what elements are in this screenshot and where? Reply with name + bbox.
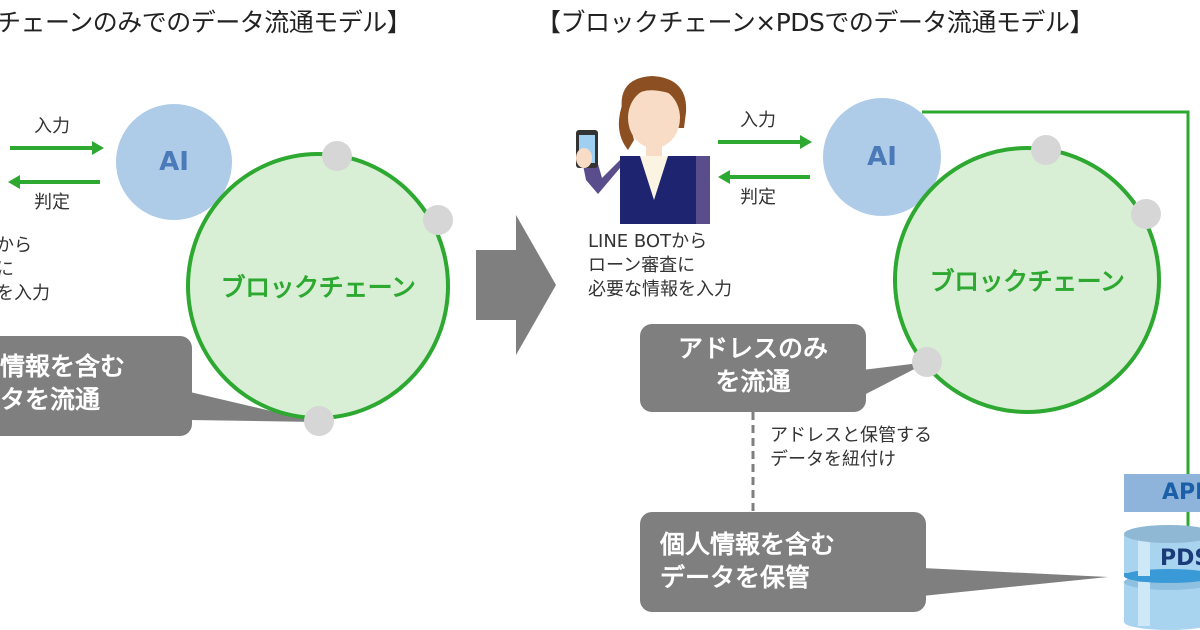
left-input-label: 入力 — [34, 116, 70, 137]
right-user-description: LINE BOTから ローン審査に 必要な情報を入力 — [588, 231, 732, 300]
right-blockchain-label: ブロックチェーン — [929, 267, 1125, 296]
left-ai-label: AI — [159, 147, 189, 177]
left-ai-node: AI — [116, 104, 232, 220]
right-output-label: 判定 — [740, 187, 776, 208]
left-blockchain-peer-top — [322, 141, 352, 171]
address-link-description: アドレスと保管する データを紐付け — [770, 425, 932, 470]
right-panel-title: 【ブロックチェーン×PDSでのデータ流通モデル】 — [536, 8, 1094, 37]
left-data-flow-callout: 情報を含む タを流通 — [0, 336, 192, 436]
right-input-label: 入力 — [740, 110, 776, 131]
left-input-arrow — [10, 141, 104, 155]
left-output-label: 判定 — [34, 192, 70, 213]
right-blockchain-peer-left — [912, 347, 942, 377]
address-flow-callout: アドレスのみ を流通 — [640, 324, 866, 412]
api-label: API — [1162, 480, 1200, 505]
ai-api-connector-line — [922, 110, 1190, 540]
right-blockchain-peer-right — [1131, 199, 1161, 229]
right-input-arrow — [718, 135, 812, 149]
transition-arrow-icon — [476, 215, 556, 355]
storage-bubble-tail — [922, 568, 1108, 596]
pds-label: PDS — [1160, 546, 1200, 571]
left-blockchain-peer-right — [423, 205, 453, 235]
data-storage-callout: 個人情報を含む データを保管 — [640, 512, 926, 612]
left-user-description: から に を入力 — [0, 235, 50, 304]
right-output-arrow — [718, 170, 810, 184]
left-output-arrow — [8, 175, 100, 189]
right-ai-label: AI — [867, 142, 897, 172]
right-blockchain-peer-top — [1031, 135, 1061, 165]
left-blockchain-node: ブロックチェーン — [186, 152, 450, 420]
left-panel-title: チェーンのみでのデータ流通モデル】 — [0, 8, 412, 37]
address-bubble-tail — [862, 362, 928, 396]
left-blockchain-peer-bottom — [304, 406, 334, 436]
left-blockchain-label: ブロックチェーン — [220, 273, 416, 302]
api-box: API — [1124, 474, 1200, 512]
